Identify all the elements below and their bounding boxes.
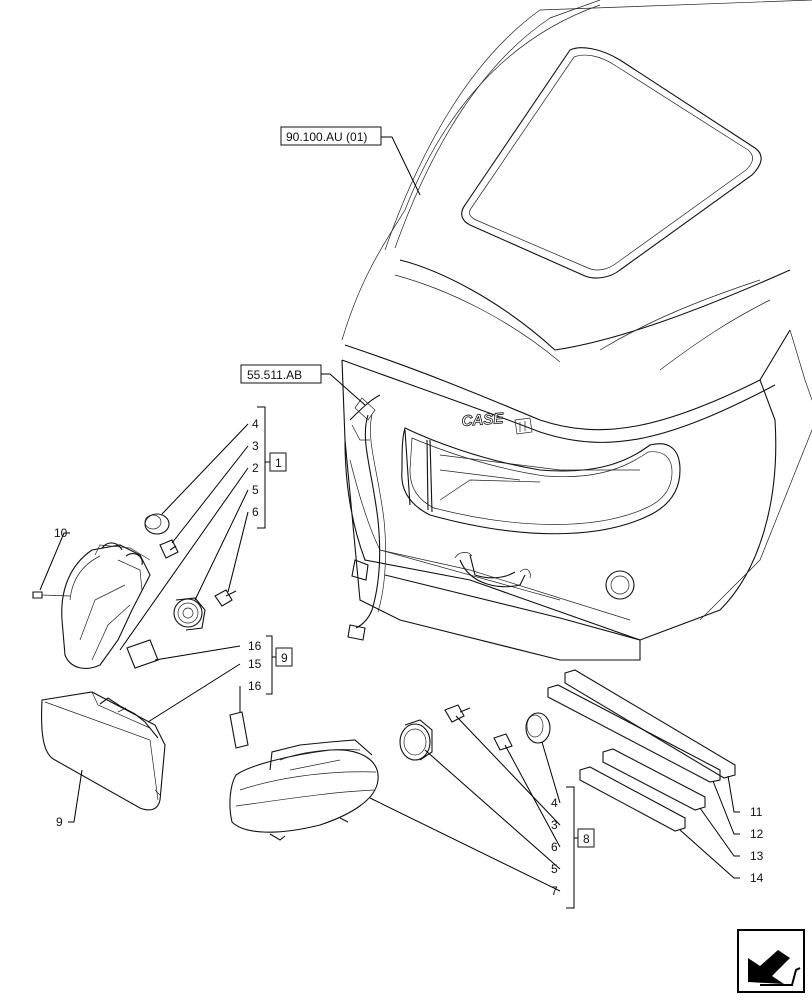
callout-9: 9 <box>56 815 63 829</box>
callout-11: 11 <box>750 805 763 819</box>
callout-g8-6: 6 <box>551 840 558 854</box>
callout-g9-16a: 16 <box>248 639 262 653</box>
callout-g1-3: 3 <box>252 439 259 453</box>
group-9-label: 9 <box>281 651 288 665</box>
callout-14: 14 <box>750 871 764 885</box>
reference-cab-label: 90.100.AU (01) <box>286 130 367 144</box>
leader-lines <box>39 423 740 892</box>
reference-cab[interactable]: 90.100.AU (01) <box>280 126 421 196</box>
next-page-arrow-icon[interactable] <box>737 929 805 993</box>
callout-g8-3: 3 <box>551 818 558 832</box>
group-8-label: 8 <box>583 832 590 846</box>
left-work-lamp-assembly <box>32 513 237 669</box>
bracket-group-1: 1 <box>257 406 287 529</box>
reference-harness[interactable]: 55.511.AB <box>240 364 366 406</box>
reference-harness-label: 55.511.AB <box>247 368 302 382</box>
trim-strips <box>547 669 736 832</box>
callout-g8-7: 7 <box>551 884 558 898</box>
right-lamp-parts <box>399 704 551 761</box>
bracket-group-9: 9 <box>266 635 293 695</box>
callout-g1-6: 6 <box>252 505 259 519</box>
callout-g1-4: 4 <box>252 417 259 431</box>
callout-10: 10 <box>54 526 68 540</box>
callout-13: 13 <box>750 849 764 863</box>
group-1-label: 1 <box>275 456 282 470</box>
bracket-group-8: 8 <box>566 786 595 909</box>
callout-g9-16b: 16 <box>248 679 262 693</box>
cab-body: CASE <box>341 0 812 661</box>
right-lamp-housing <box>229 739 379 841</box>
callout-g1-2: 2 <box>252 461 259 475</box>
callout-g8-5: 5 <box>551 862 558 876</box>
callout-12: 12 <box>750 827 764 841</box>
right-lens-gasket <box>229 711 249 749</box>
brand-logo: CASE <box>461 410 505 430</box>
wiring-harness <box>347 397 386 641</box>
callout-g9-15: 15 <box>248 657 262 671</box>
left-lamp-housing <box>41 691 166 811</box>
callout-g8-4: 4 <box>551 796 558 810</box>
callout-numbers: 4 3 2 5 6 10 16 15 16 9 4 3 6 5 7 11 12 … <box>54 417 764 898</box>
callout-g1-5: 5 <box>252 483 259 497</box>
